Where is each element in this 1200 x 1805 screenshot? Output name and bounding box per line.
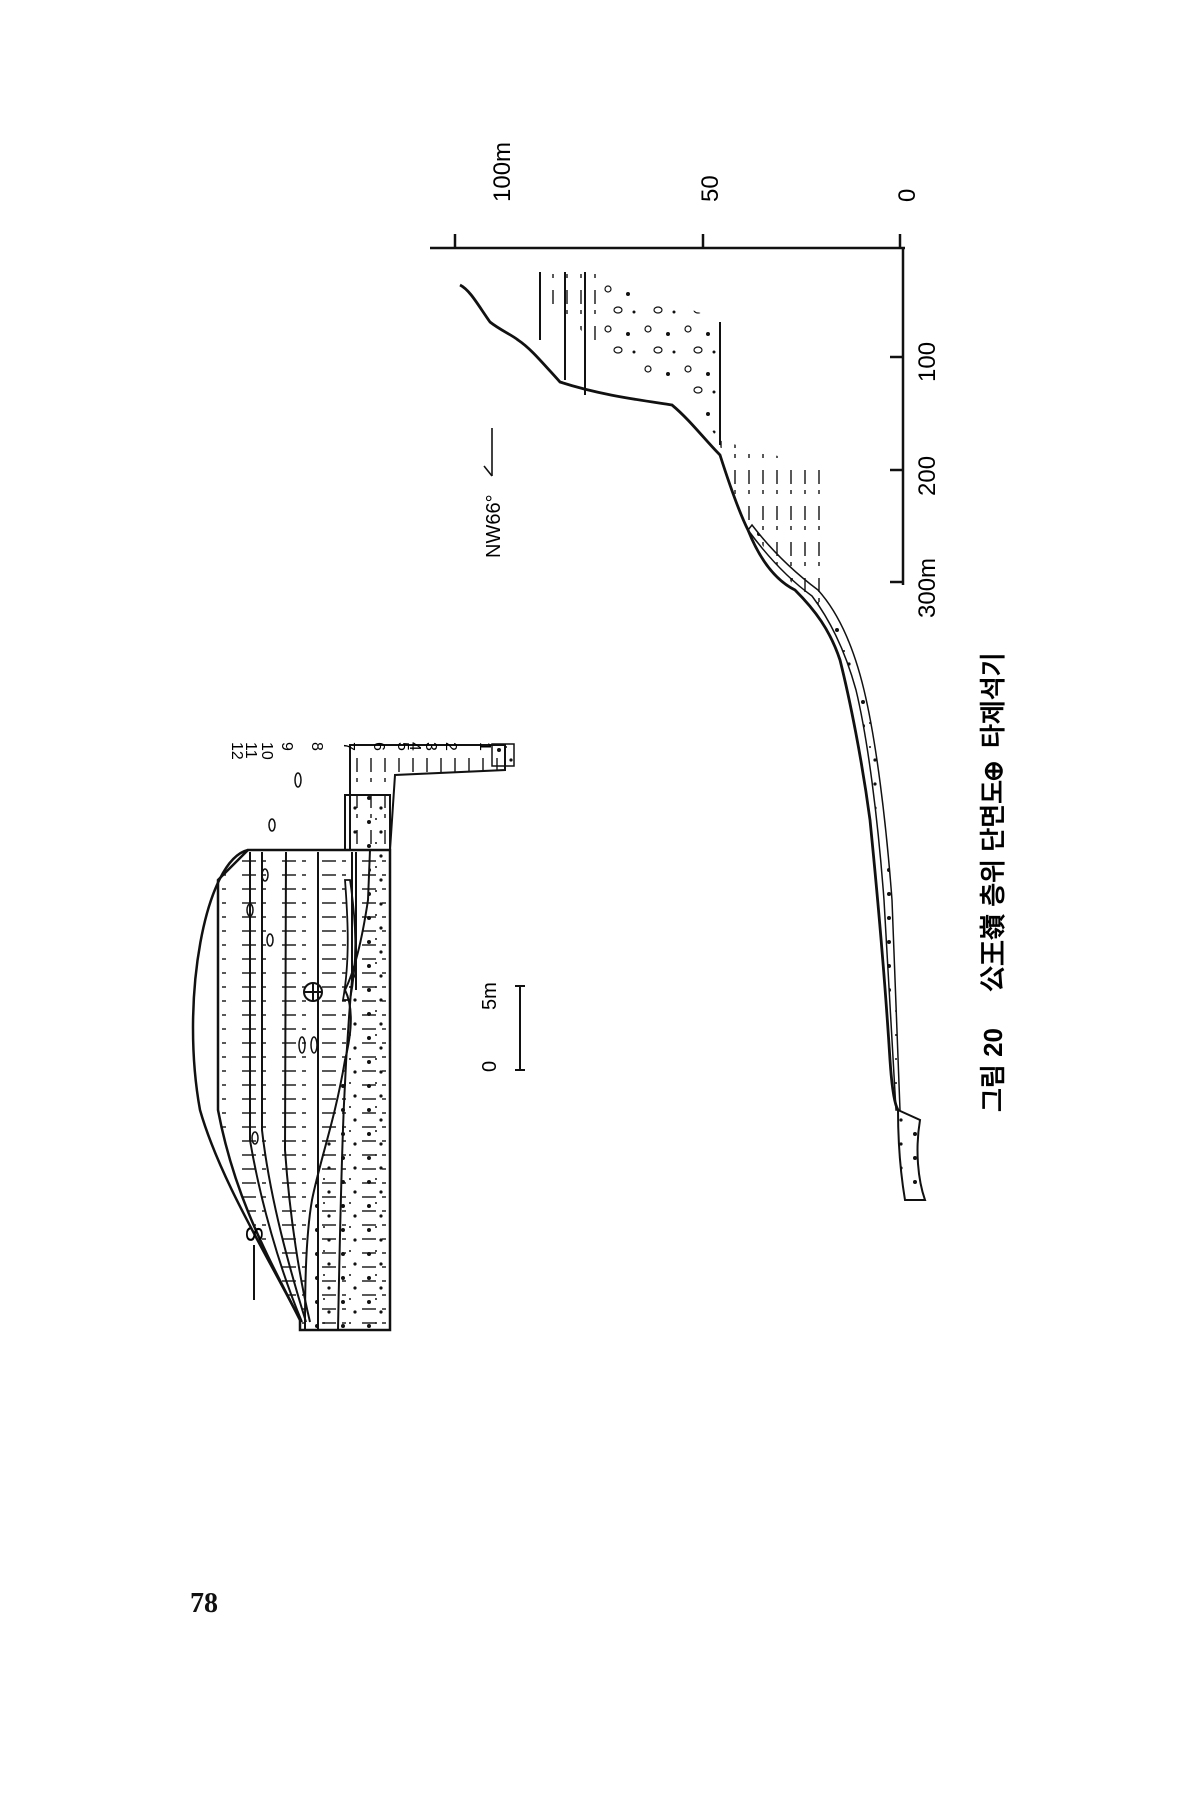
caption-title: 公王嶺 층위 단면도	[978, 780, 1008, 992]
overburden-outline	[191, 848, 302, 1321]
figure-caption: 그림 20 公王嶺 층위 단면도 ⊕ 타제석기	[978, 652, 1008, 1112]
layer-label-5: 5	[394, 742, 411, 751]
caption-suffix: 타제석기	[978, 652, 1008, 748]
layer-label-12: 12	[228, 742, 245, 760]
layer-label-7: 7	[340, 742, 357, 751]
layer-label-9: 9	[278, 742, 295, 751]
layer-label-3: 3	[422, 742, 439, 751]
vaxis-label-50: 50	[697, 175, 724, 202]
horizontal-axis	[890, 248, 905, 585]
right-section-drawing: 100m 50 0 0 100 200 300m NW66°	[430, 142, 941, 1201]
layer-label-8: 8	[308, 742, 325, 751]
haxis-label-200: 200	[914, 456, 941, 496]
layer-label-1: 1	[476, 742, 493, 751]
artifact-marker	[303, 982, 323, 1002]
left-section-drawing: 12 11 10 9 8 7 6 5 4 3 2 1 S 0 5m	[191, 742, 525, 1332]
hatched-lens	[341, 879, 357, 1001]
vertical-axis	[430, 234, 905, 250]
basal-gravel	[303, 849, 391, 1331]
scale-bar: 0 5m	[479, 982, 525, 1072]
layer-column	[349, 744, 506, 851]
layer-label-6: 6	[370, 742, 387, 751]
direction-arrow-nw: NW66°	[483, 428, 505, 558]
direction-arrow-s: S	[240, 1226, 267, 1300]
page-number: 78	[190, 1588, 218, 1619]
scale-end-label: 5m	[479, 982, 501, 1010]
artifact-marks	[246, 772, 318, 1145]
haxis-label-100: 100	[914, 342, 941, 382]
layer-label-10: 10	[258, 742, 275, 760]
layer-labels: 12 11 10 9 8 7 6 5 4 3 2 1	[228, 742, 493, 760]
layer-label-11: 11	[242, 742, 259, 759]
ground-profile	[459, 283, 900, 1111]
layer-label-2: 2	[442, 742, 459, 751]
layer-label-4: 4	[406, 742, 423, 751]
direction-label-nw66: NW66°	[483, 494, 505, 558]
layer-1-gravel	[491, 743, 515, 767]
haxis-label-300m: 300m	[914, 558, 941, 618]
vaxis-label-0: 0	[894, 189, 921, 202]
vertical-axis-labels: 100m 50 0	[489, 142, 921, 202]
caption-symbol: ⊕	[978, 760, 1008, 782]
horizontal-axis-labels: 0 100 200 300m	[914, 342, 941, 618]
strata-lines	[539, 272, 721, 445]
vaxis-label-100m: 100m	[489, 142, 516, 202]
valley-deposit	[896, 1108, 927, 1201]
caption-prefix: 그림 20	[978, 1028, 1008, 1112]
upper-strata	[540, 272, 605, 350]
scale-start-label: 0	[479, 1061, 501, 1072]
lower-strata	[718, 440, 830, 610]
slope-cover	[747, 523, 901, 1111]
upper-gravel-body	[595, 275, 720, 440]
direction-label-s: S	[240, 1226, 267, 1242]
